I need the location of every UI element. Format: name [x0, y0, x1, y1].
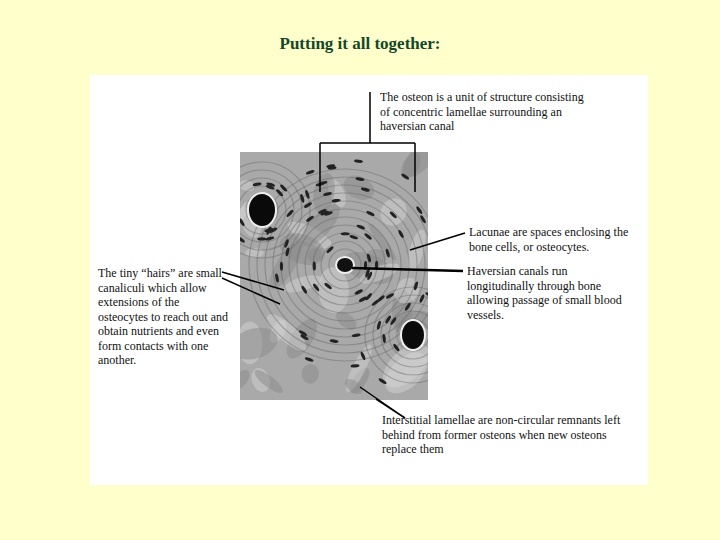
white-panel [90, 75, 648, 485]
slide-title: Putting it all together: [0, 34, 720, 54]
bone-micrograph [240, 152, 428, 400]
osteon-note: The osteon is a unit of structure consis… [380, 90, 585, 134]
interstitial-note: Interstitial lamellae are non-circular r… [382, 413, 632, 457]
haversian-leader [352, 268, 463, 271]
lacunae-note: Lacunae are spaces enclosing the bone ce… [469, 225, 641, 254]
haversian-note: Haversian canals run longitudinally thro… [467, 264, 632, 322]
canaliculi-note: The tiny “hairs” are small canaliculi wh… [98, 266, 228, 368]
leader-lines [222, 92, 465, 418]
canaliculi-leader [222, 272, 284, 304]
lacunae-leader [410, 233, 465, 250]
